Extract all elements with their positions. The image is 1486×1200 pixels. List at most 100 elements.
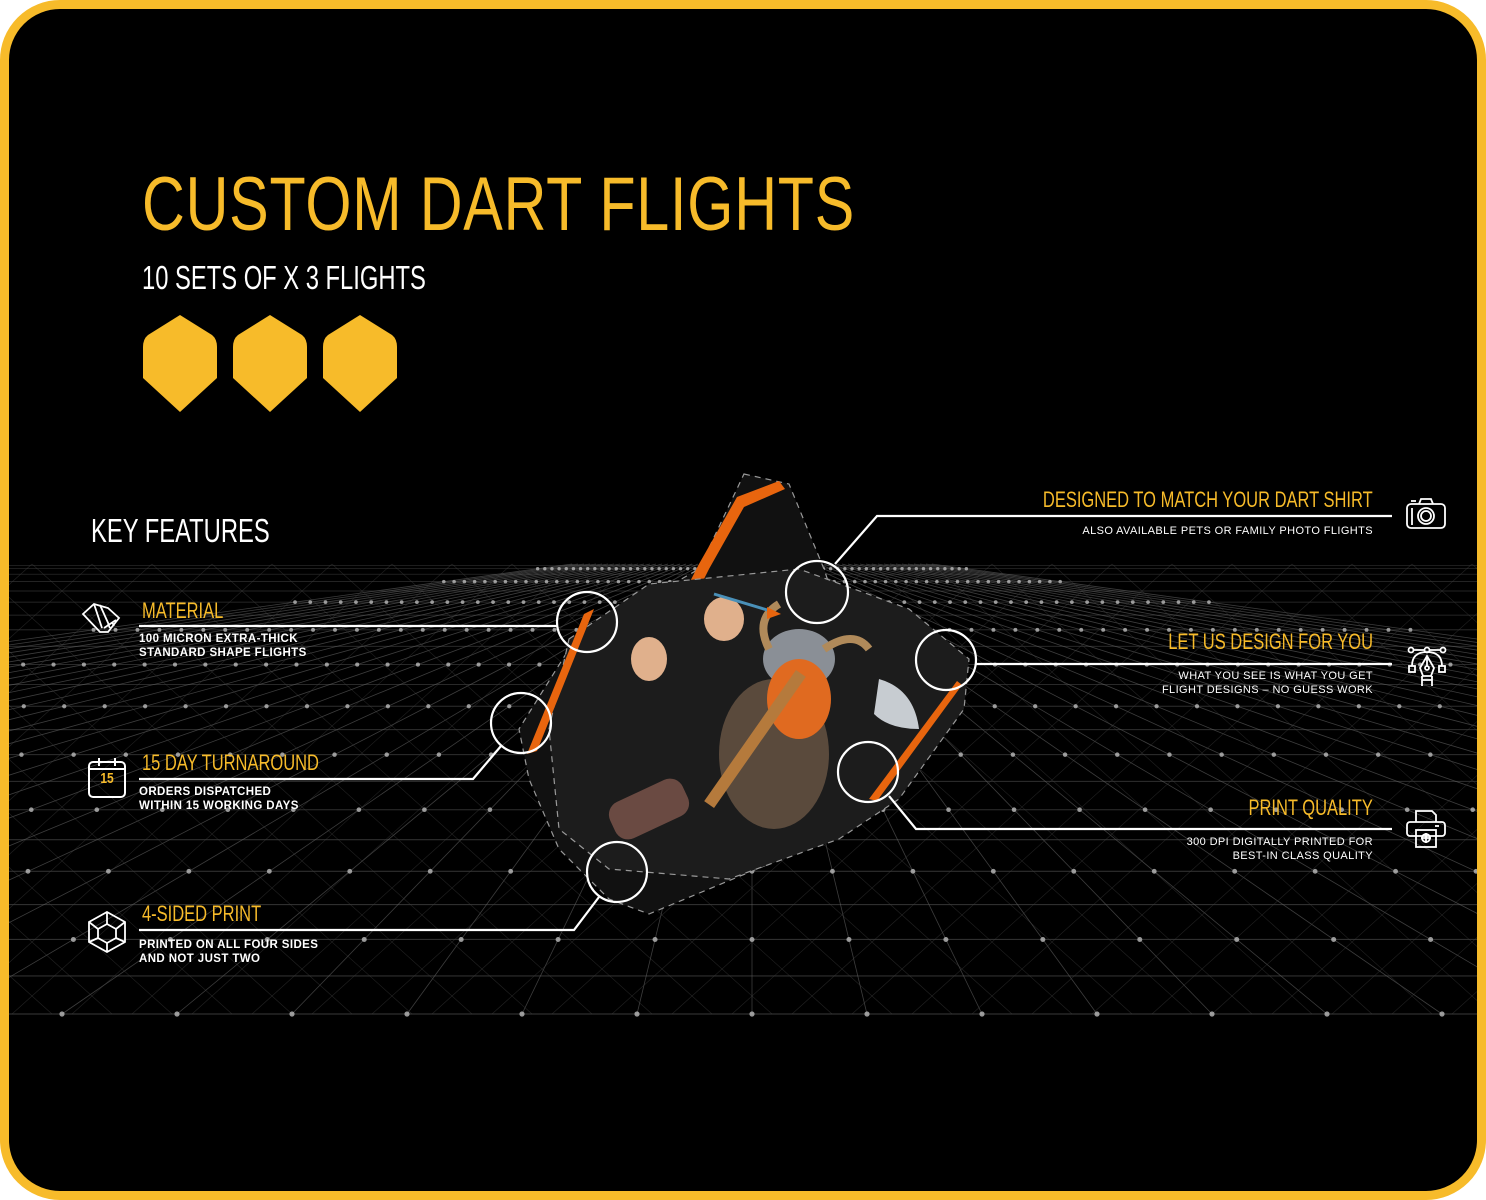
grid-line (1091, 667, 1477, 1015)
grid-line (791, 563, 1293, 1015)
feature-desc-line: ALSO AVAILABLE PETS OR FAMILY PHOTO FLIG… (1082, 525, 1373, 537)
grid-line (895, 563, 1477, 665)
grid-dot (384, 600, 389, 604)
grid-dot (928, 567, 933, 571)
grid-dot (293, 600, 297, 604)
grid-line (901, 563, 1477, 660)
grid-line (1111, 563, 1477, 893)
printer-icon (1406, 810, 1446, 848)
grid-dot (650, 567, 654, 571)
grid-line (731, 563, 1233, 1015)
grid-line (9, 758, 293, 1015)
grid-dot (686, 567, 690, 571)
feature-print-quality: PRINT QUALITY (1207, 795, 1373, 821)
grid-dot (871, 567, 876, 571)
grid-dot (1273, 807, 1279, 813)
grid-dot (422, 807, 427, 813)
grid-dot (852, 579, 857, 584)
grid-dot (460, 600, 465, 604)
grid-dot (621, 567, 626, 571)
grid-dot (593, 567, 597, 571)
grid-dot (530, 627, 535, 632)
grid-line (9, 563, 633, 694)
grid-dot (106, 868, 111, 874)
grid-dot (1448, 662, 1453, 667)
grid-dot (1194, 704, 1200, 709)
grid-dot (1386, 627, 1391, 632)
grid-dot (543, 567, 547, 571)
grid-dot (113, 627, 118, 632)
callout-circles (489, 559, 978, 904)
grid-dot (963, 600, 968, 604)
grid-dot (112, 662, 117, 667)
grid-dot (332, 752, 337, 757)
grid-dot (1071, 868, 1077, 874)
feature-material-desc: 100 MICRON EXTRA-THICK STANDARD SHAPE FL… (139, 632, 307, 660)
grid-dot (1188, 627, 1193, 632)
grid-dot (102, 704, 107, 709)
grid-dot (135, 627, 140, 632)
grid-dot (1137, 936, 1143, 942)
grid-dot (1145, 627, 1150, 632)
grid-line (9, 563, 597, 658)
grid-dot (445, 600, 450, 604)
grid-dot (1232, 627, 1237, 632)
grid-dot (452, 579, 456, 584)
grid-dot (1276, 627, 1281, 632)
grid-line (1231, 563, 1477, 785)
grid-dot (1316, 704, 1321, 709)
grid-line (1031, 613, 1477, 1015)
grid-dot (647, 579, 652, 584)
grid-dot (345, 704, 350, 709)
grid-dot (1480, 752, 1484, 756)
grid-dot (1254, 627, 1259, 632)
grid-dot (338, 600, 343, 604)
grid-dot (969, 627, 974, 632)
grid-dot (399, 600, 404, 604)
grid-dot (267, 627, 272, 632)
grid-dot (369, 600, 374, 604)
grid-dot (921, 567, 926, 571)
grid-dot (462, 579, 467, 584)
grid-dot (464, 627, 469, 632)
grid-dot (878, 567, 883, 571)
grid-line (9, 563, 393, 910)
grid-dot (354, 627, 359, 632)
grid-dot (223, 704, 229, 709)
grid-dot (420, 627, 425, 632)
flight-artwork (139, 473, 1392, 932)
grid-dot (864, 567, 869, 571)
feature-match-shirt: DESIGNED TO MATCH YOUR DART SHIRT (933, 487, 1373, 513)
grid-dot (946, 807, 951, 813)
grid-dot (1113, 704, 1119, 709)
grid-dot (427, 868, 433, 874)
grid-line (835, 563, 1477, 754)
grid-dot (976, 579, 980, 584)
grid-dot (70, 936, 76, 942)
grid-line (851, 563, 1353, 1015)
grid-dot (1115, 600, 1120, 604)
grid-dot (1235, 704, 1240, 709)
grid-line (991, 563, 1477, 1001)
grid-dot (907, 567, 911, 571)
feature-4-sided-print-desc: PRINTED ON ALL FOUR SIDES AND NOT JUST T… (139, 938, 318, 966)
feature-desc-line: PRINTED ON ALL FOUR SIDES (139, 939, 319, 951)
grid-dot (333, 627, 337, 632)
pen-tool-icon (1407, 646, 1447, 688)
feature-desc-line: WITHIN 15 WORKING DAYS (139, 800, 299, 812)
grid-dot (914, 567, 919, 571)
grid-dot (264, 704, 269, 709)
grid-dot (1167, 752, 1172, 757)
grid-dot (1100, 600, 1105, 604)
grid-dot (557, 567, 561, 571)
grid-dot (850, 567, 854, 571)
grid-dot (280, 752, 285, 757)
grid-line (9, 563, 579, 646)
grid-dot (1130, 600, 1135, 604)
flight-shape-icon (143, 315, 217, 412)
feature-desc-line: ORDERS DISPATCHED (139, 786, 272, 798)
feature-design-for-you: LET US DESIGN FOR YOU (1100, 629, 1373, 655)
grid-dot (671, 567, 676, 571)
grid-dot (614, 567, 618, 571)
